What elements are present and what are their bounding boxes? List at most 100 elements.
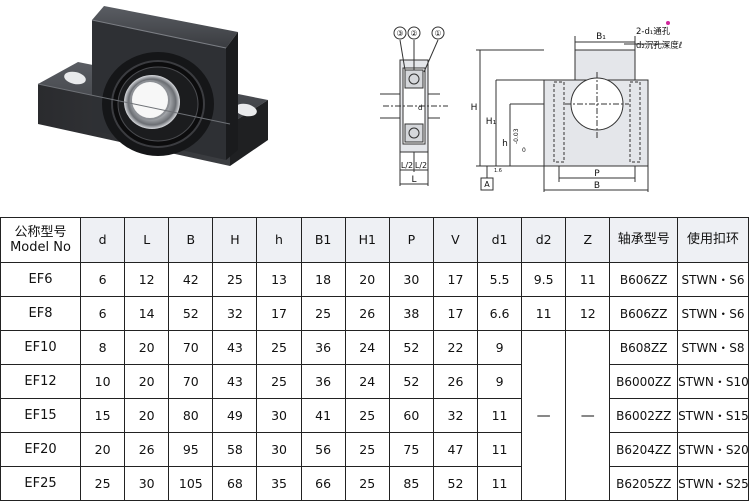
dim-P: P <box>594 169 600 179</box>
cell-d1: 11 <box>477 466 523 501</box>
cell-Z: 12 <box>565 296 611 331</box>
cell-d: 10 <box>80 364 126 399</box>
technical-drawing: ③ ② ① B₁ H H₁ h -0.03 0 L/2 L/2 L P B A … <box>380 21 682 192</box>
cell-H1: 24 <box>344 330 390 365</box>
cell-h: 25 <box>256 364 302 399</box>
balloon-3: ③ <box>396 29 403 38</box>
cell-d2: 9.5 <box>521 262 567 297</box>
cell-H: 43 <box>212 330 258 365</box>
cell-V: 26 <box>432 364 479 399</box>
header-bearing: 轴承型号 <box>609 217 679 263</box>
cell-bearing: B6002ZZ <box>609 398 679 433</box>
cell-nut: STWN・S15 <box>677 398 749 433</box>
cell-P: 85 <box>388 466 434 501</box>
cell-L: 14 <box>124 296 170 331</box>
cell-d1: 6.6 <box>477 296 523 331</box>
cell-d: 6 <box>80 296 126 331</box>
cell-L: 20 <box>124 364 170 399</box>
cell-B1: 66 <box>300 466 346 501</box>
cell-h: 30 <box>256 432 302 467</box>
dim-tolerance: -0.03 <box>513 128 520 144</box>
table-row: EF15 15 20 80 49 30 41 25 60 32 11 B6002… <box>0 398 749 433</box>
header-B: B <box>168 217 214 263</box>
dim-B1: B₁ <box>596 32 606 42</box>
cell-H: 25 <box>212 262 258 297</box>
cell-B: 42 <box>168 262 214 297</box>
cell-L: 30 <box>124 466 170 501</box>
cell-Z: 11 <box>565 262 611 297</box>
callout-counterbore: d₂沉孔深度ℓ <box>636 40 682 51</box>
cell-model: EF25 <box>0 466 82 501</box>
dim-tolerance-zero: 0 <box>522 147 526 154</box>
cell-L: 20 <box>124 398 170 433</box>
cell-B: 80 <box>168 398 214 433</box>
header-d2: d2 <box>521 217 567 263</box>
cell-B1: 36 <box>300 364 346 399</box>
table-row: EF25 25 30 105 68 35 66 25 85 52 11 B620… <box>0 466 749 501</box>
cell-d2: 11 <box>521 296 567 331</box>
cell-V: 52 <box>432 466 479 501</box>
cell-d1: 9 <box>477 330 523 365</box>
cell-H1: 20 <box>344 262 390 297</box>
cell-nut: STWN・S6 <box>677 296 749 331</box>
cell-bearing: B606ZZ <box>609 262 679 297</box>
header-L: L <box>124 217 170 263</box>
header-nut: 使用扣环 <box>677 217 749 263</box>
cell-B1: 18 <box>300 262 346 297</box>
cell-L: 20 <box>124 330 170 365</box>
dim-L-half-right: L/2 <box>415 161 427 170</box>
cell-h: 30 <box>256 398 302 433</box>
cell-model: EF15 <box>0 398 82 433</box>
cell-P: 52 <box>388 364 434 399</box>
cell-bearing: B6000ZZ <box>609 364 679 399</box>
header-d: d <box>80 217 126 263</box>
cell-model: EF20 <box>0 432 82 467</box>
cell-bearing: B6205ZZ <box>609 466 679 501</box>
cell-V: 22 <box>432 330 479 365</box>
cell-h: 17 <box>256 296 302 331</box>
cell-B1: 56 <box>300 432 346 467</box>
datum-A: A <box>484 180 490 189</box>
dim-H: H <box>471 103 478 113</box>
cell-nut: STWN・S10 <box>677 364 749 399</box>
cell-H: 43 <box>212 364 258 399</box>
cell-bearing: B6204ZZ <box>609 432 679 467</box>
cell-d: 25 <box>80 466 126 501</box>
callout-through-hole: 2-d₁通孔 <box>636 26 671 37</box>
cell-P: 30 <box>388 262 434 297</box>
cell-model: EF12 <box>0 364 82 399</box>
cell-H1: 25 <box>344 398 390 433</box>
header-model: 公称型号 Model No <box>0 217 82 263</box>
table-row: EF6 6 12 42 25 13 18 20 30 17 5.5 9.5 11… <box>0 262 749 297</box>
header-Z: Z <box>565 217 611 263</box>
cell-H1: 25 <box>344 466 390 501</box>
header-B1: B1 <box>300 217 346 263</box>
cell-H: 49 <box>212 398 258 433</box>
header-h: h <box>256 217 302 263</box>
cell-d1: 11 <box>477 398 523 433</box>
cell-d1: 11 <box>477 432 523 467</box>
header-P: P <box>388 217 434 263</box>
cell-h: 35 <box>256 466 302 501</box>
table-row: EF8 6 14 52 32 17 25 26 38 17 6.6 11 12 … <box>0 296 749 331</box>
cell-H1: 25 <box>344 432 390 467</box>
cell-B: 105 <box>168 466 214 501</box>
cell-H: 32 <box>212 296 258 331</box>
cell-nut: STWN・S8 <box>677 330 749 365</box>
cell-B1: 41 <box>300 398 346 433</box>
cell-model: EF10 <box>0 330 82 365</box>
surface-finish: 1.6 <box>494 168 502 174</box>
cell-nut: STWN・S6 <box>677 262 749 297</box>
header-H1: H1 <box>344 217 390 263</box>
cell-d: 20 <box>80 432 126 467</box>
balloon-1: ① <box>434 29 441 38</box>
cell-B: 70 <box>168 364 214 399</box>
cell-P: 52 <box>388 330 434 365</box>
table-row: EF12 10 20 70 43 25 36 24 52 26 9 B6000Z… <box>0 364 749 399</box>
cell-V: 47 <box>432 432 479 467</box>
cell-model: EF8 <box>0 296 82 331</box>
cell-nut: STWN・S20 <box>677 432 749 467</box>
table-row: EF20 20 26 95 58 30 56 25 75 47 11 B6204… <box>0 432 749 467</box>
cell-h: 25 <box>256 330 302 365</box>
cell-d1: 5.5 <box>477 262 523 297</box>
